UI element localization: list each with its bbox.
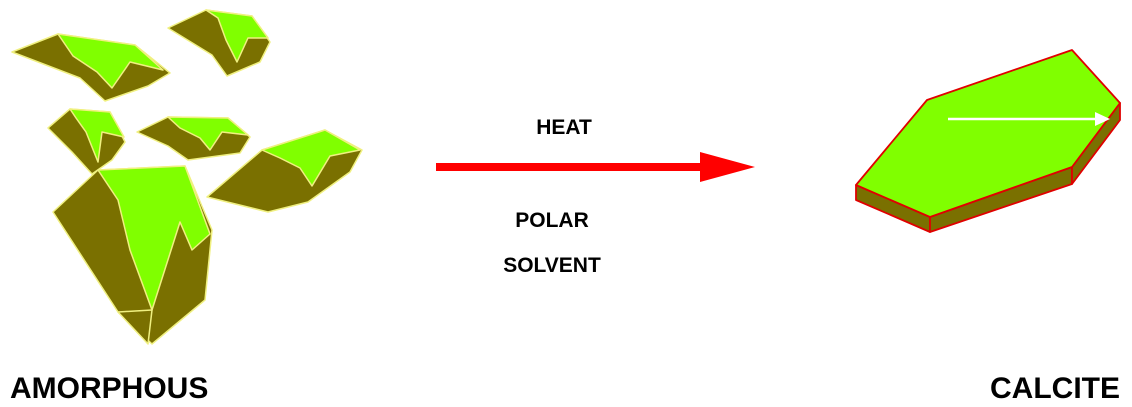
- amorphous-fragment-2: [167, 9, 271, 77]
- calcite-top-face: [855, 49, 1121, 218]
- amorphous-fragment-4: [136, 116, 251, 161]
- amorphous-fragment-1: [11, 33, 171, 102]
- amorphous-fragment-3: [47, 108, 126, 175]
- reaction-arrow-shaft: [436, 163, 708, 171]
- calcite-orientation-arrow: [948, 112, 1110, 126]
- solvent-label: SOLVENT: [503, 254, 601, 277]
- polar-label: POLAR: [515, 209, 589, 232]
- amorphous-fragments: [11, 9, 363, 345]
- calcite-crystal: [855, 49, 1121, 233]
- reaction-arrow-head: [700, 152, 755, 182]
- reaction-arrow: [436, 152, 755, 182]
- amorphous-fragment-6: [52, 165, 213, 345]
- amorphous-fragment-5: [206, 129, 363, 213]
- calcite-caption: CALCITE: [990, 372, 1120, 405]
- amorphous-caption: AMORPHOUS: [10, 372, 208, 405]
- heat-label: HEAT: [536, 116, 592, 139]
